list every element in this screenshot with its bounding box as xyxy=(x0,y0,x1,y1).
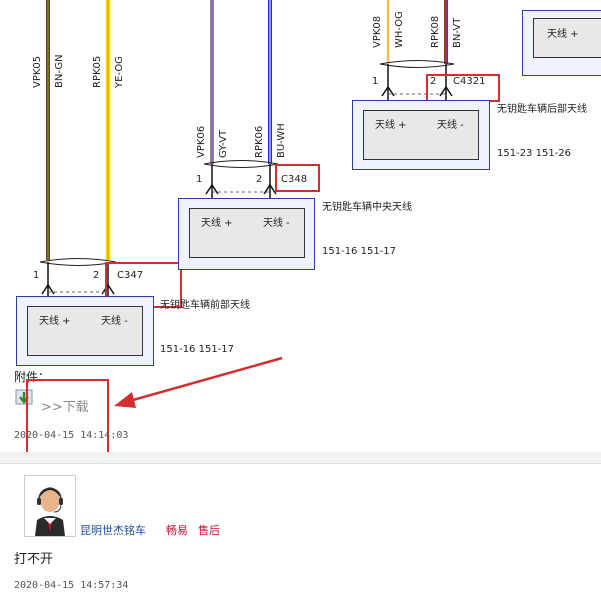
antenna-plus-label: 天线 + xyxy=(201,218,233,229)
antenna-plus-label: 天线 + xyxy=(375,120,407,131)
antenna-minus-label: 天线 - xyxy=(101,316,128,327)
wire-label: VPK08 xyxy=(372,15,383,48)
antenna-minus-label: 天线 - xyxy=(437,120,464,131)
highlight-c4321 xyxy=(426,74,500,102)
wire-label: VPK05 xyxy=(32,55,43,88)
pin-number: 2 xyxy=(430,76,437,87)
highlight-download xyxy=(26,379,109,452)
wire-label: RPK08 xyxy=(430,15,441,48)
reply-message: 打不开 xyxy=(14,552,54,567)
module-rear-name: 无钥匙车辆后部天线 xyxy=(497,104,587,115)
antenna-plus-label: 天线 + xyxy=(547,29,579,40)
wire-label: VPK06 xyxy=(196,125,207,158)
antenna-plus-label: 天线 + xyxy=(39,316,71,327)
module-top-right-inner xyxy=(533,18,601,58)
connector-c4321: C4321 xyxy=(453,76,486,87)
user-avatar-icon xyxy=(25,476,75,536)
module-front-inner xyxy=(27,306,143,356)
avatar[interactable] xyxy=(24,475,76,537)
module-center-name: 无钥匙车辆中央天线 xyxy=(322,202,412,213)
username-link[interactable]: 昆明世杰铭车 xyxy=(80,524,146,537)
post-timestamp: 2020-04-15 14:14:03 xyxy=(14,430,129,441)
connector-c347: C347 xyxy=(117,270,144,281)
wire-label: BN-GN xyxy=(54,54,65,88)
wire-label: GY-VT xyxy=(218,129,229,158)
pin-number: 2 xyxy=(256,174,263,185)
post-reply: 昆明世杰铭车 畅易 售后 打不开 2020-04-15 14:57:34 xyxy=(0,463,601,593)
user-tag: 畅易 xyxy=(166,524,188,537)
post-attachment: VPK05 BN-GN RPK05 YE-OG VPK06 GY-VT RPK0… xyxy=(0,0,601,452)
wire-label: BU-WH xyxy=(276,123,287,158)
module-front-refs: 151-16 151-17 xyxy=(160,344,235,355)
wire-label: YE-OG xyxy=(114,56,125,88)
wire-label: RPK05 xyxy=(92,55,103,88)
module-rear-refs: 151-23 151-26 xyxy=(497,148,572,159)
connector-c348: C348 xyxy=(281,174,308,185)
antenna-minus-label: 天线 - xyxy=(263,218,290,229)
twist-mid xyxy=(203,160,279,168)
module-center-refs: 151-16 151-17 xyxy=(322,246,397,257)
pin-number: 2 xyxy=(93,270,100,281)
twist-right xyxy=(379,60,455,68)
module-rear-inner xyxy=(363,110,479,160)
user-tag: 售后 xyxy=(198,524,220,537)
pin-number: 1 xyxy=(372,76,379,87)
download-label[interactable]: >>下载 xyxy=(41,400,89,415)
pin-number: 1 xyxy=(196,174,203,185)
module-center-inner xyxy=(189,208,305,258)
wire-label: RPK06 xyxy=(254,125,265,158)
module-front-name: 无钥匙车辆前部天线 xyxy=(160,300,250,311)
pin-number: 1 xyxy=(33,270,40,281)
wire-label: BN-VT xyxy=(452,17,463,48)
highlight-c348 xyxy=(275,164,320,192)
post-timestamp: 2020-04-15 14:57:34 xyxy=(14,580,129,591)
wire-label: WH-OG xyxy=(394,11,405,48)
